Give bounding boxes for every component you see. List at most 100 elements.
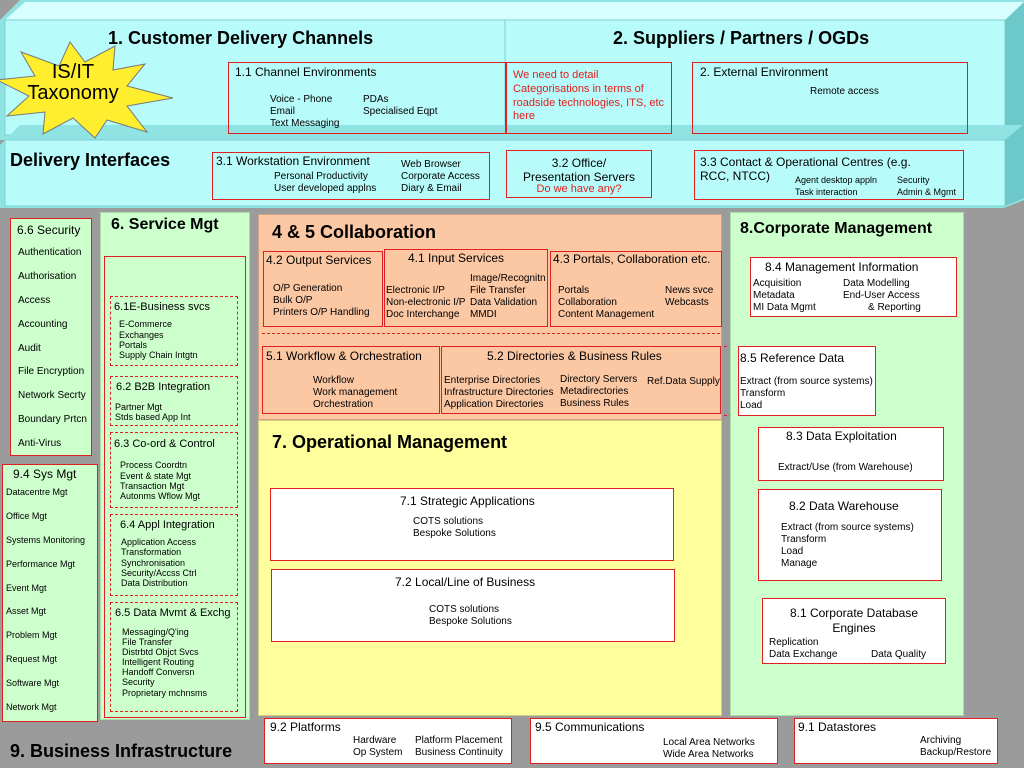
directories-box xyxy=(441,346,721,414)
external-remote-access: Remote access xyxy=(810,86,879,97)
output-item: Bulk O/P xyxy=(273,295,313,306)
collaboration-title: 4 & 5 Collaboration xyxy=(272,222,437,242)
detail-note-box xyxy=(506,62,672,134)
business-infrastructure-title: 9. Business Infrastructure xyxy=(10,741,233,761)
channel-title-suppliers: 2. Suppliers / Partners / OGDs xyxy=(613,28,870,48)
contact-col2-0: Security xyxy=(897,175,930,185)
channel-environments-title: 1.1 Channel Environments xyxy=(235,65,377,79)
sys-mgt-item: Event Mgt xyxy=(6,583,47,593)
security-item: Network Secrty xyxy=(18,390,86,401)
output-item: O/P Generation xyxy=(273,283,343,294)
platforms-col1: Hardware xyxy=(353,735,397,746)
data-warehouse-item: Load xyxy=(781,546,804,557)
communications-item: Wide Area Networks xyxy=(663,749,754,760)
appl-integration-box xyxy=(110,514,238,596)
sys-mgt-item: Performance Mgt xyxy=(6,559,76,569)
sys-mgt-panel xyxy=(2,464,98,722)
data-movement-item: Distrbtd Objct Svcs xyxy=(122,647,199,657)
collaboration-panel xyxy=(258,214,722,420)
sys-mgt-item: Datacentre Mgt xyxy=(6,487,68,497)
corporate-db-box xyxy=(762,598,946,664)
directories-col2-item: Business Rules xyxy=(560,398,629,409)
communications-item: Local Area Networks xyxy=(663,737,755,748)
sys-mgt-item: Request Mgt xyxy=(6,654,58,664)
portals-box xyxy=(550,251,722,327)
directories-col2-item: Directory Servers xyxy=(560,374,638,385)
portals-col1-item: Portals xyxy=(558,285,590,296)
workstation-env-title: 3.1 Workstation Environment xyxy=(216,154,370,168)
data-warehouse-item: Extract (from source systems) xyxy=(781,522,914,533)
directories-title: 5.2 Directories & Business Rules xyxy=(487,349,662,363)
office-servers-note: Do we have any? xyxy=(536,183,622,195)
security-item: Authentication xyxy=(18,247,82,258)
mi-col2-item: Data Modelling xyxy=(843,278,910,289)
local-business-title: 7.2 Local/Line of Business xyxy=(395,575,536,589)
portals-col1-item: Content Management xyxy=(558,309,655,320)
b2b-title: 6.2 B2B Integration xyxy=(116,381,211,393)
workflow-box xyxy=(262,346,440,414)
contact-centres-title: 3.3 Contact & Operational Centres (e.g. … xyxy=(700,155,911,184)
data-warehouse-title: 8.2 Data Warehouse xyxy=(789,499,899,513)
data-movement-title: 6.5 Data Mvmt & Exchg xyxy=(115,607,231,619)
ebusiness-item: Supply Chain Intgtn xyxy=(119,350,198,360)
security-item: Audit xyxy=(18,343,41,354)
strategic-apps-box xyxy=(270,488,674,561)
channel-env-col1-0: Voice - Phone xyxy=(270,94,333,105)
delivery-interfaces-label: Delivery Interfaces xyxy=(10,150,171,170)
data-exploitation-item: Extract/Use (from Warehouse) xyxy=(778,462,913,473)
data-warehouse-box xyxy=(758,489,942,581)
input-col2-item: Image/Recognitn xyxy=(470,273,546,284)
appl-item: Security/Accss Ctrl xyxy=(121,568,197,578)
sys-mgt-item: Network Mgt xyxy=(6,702,57,712)
directories-col1-item: Application Directories xyxy=(444,399,544,410)
operational-panel xyxy=(258,420,722,716)
platforms-box xyxy=(264,718,512,764)
management-info-title: 8.4 Management Information xyxy=(765,260,919,274)
data-movement-item: Proprietary mchnsms xyxy=(122,688,208,698)
channel-env-col1-1: Email xyxy=(270,106,296,117)
output-item: Printers O/P Handling xyxy=(273,307,370,318)
channel-env-col2-1: Specialised Eqpt xyxy=(363,106,438,117)
ebusiness-title: 6.1E-Business svcs xyxy=(114,301,210,313)
coord-item: Process Coordtn xyxy=(120,460,188,470)
strategic-apps-item: COTS solutions xyxy=(413,516,484,527)
security-item: Access xyxy=(18,295,51,306)
corporate-db-title: 8.1 Corporate Database Engines xyxy=(789,606,919,635)
service-subpanels-outline xyxy=(104,256,246,718)
directories-col1-item: Enterprise Directories xyxy=(444,375,541,386)
data-movement-item: Messaging/Q'ing xyxy=(122,627,189,637)
appl-item: Transformation xyxy=(121,547,182,557)
mi-col1-item: Metadata xyxy=(753,290,795,301)
security-item: Anti-Virus xyxy=(18,438,62,449)
platforms-col2: Platform Placement xyxy=(415,735,503,746)
directories-col2-item: Metadirectories xyxy=(560,386,629,397)
data-movement-box xyxy=(110,602,238,712)
channel-environments-box xyxy=(228,62,506,134)
sys-mgt-item: Asset Mgt xyxy=(6,606,47,616)
workstation-col1-0: Personal Productivity xyxy=(274,171,368,182)
mi-col1-item: MI Data Mgmt xyxy=(753,302,816,313)
security-panel xyxy=(10,218,92,456)
data-movement-item: Handoff Conversn xyxy=(122,667,195,677)
input-col1-item: Doc Interchange xyxy=(386,309,460,320)
strategic-apps-item: Bespoke Solutions xyxy=(413,528,496,539)
workflow-item: Work management xyxy=(313,387,398,398)
sys-mgt-item: Software Mgt xyxy=(6,678,60,688)
portals-col1-item: Collaboration xyxy=(558,297,617,308)
corporate-db-col1: Replication xyxy=(769,637,819,648)
data-exploitation-title: 8.3 Data Exploitation xyxy=(786,429,897,443)
data-movement-item: Security xyxy=(122,677,155,687)
workflow-title: 5.1 Workflow & Orchestration xyxy=(266,349,422,363)
coord-item: Event & state Mgt xyxy=(120,471,192,481)
reference-data-title: 8.5 Reference Data xyxy=(740,351,845,365)
workstation-col2-2: Diary & Email xyxy=(401,183,462,194)
security-item: Boundary Prtcn xyxy=(18,414,87,425)
contact-col1-0: Agent desktop appln xyxy=(795,175,878,185)
reference-data-item: Transform xyxy=(740,388,786,399)
input-col2-item: Data Validation xyxy=(470,297,538,308)
coord-title: 6.3 Co-ord & Control xyxy=(114,438,215,450)
reference-data-box xyxy=(738,346,876,416)
contact-centres-box xyxy=(694,150,964,200)
communications-title: 9.5 Communications xyxy=(535,720,645,734)
ebusiness-box xyxy=(110,296,238,366)
